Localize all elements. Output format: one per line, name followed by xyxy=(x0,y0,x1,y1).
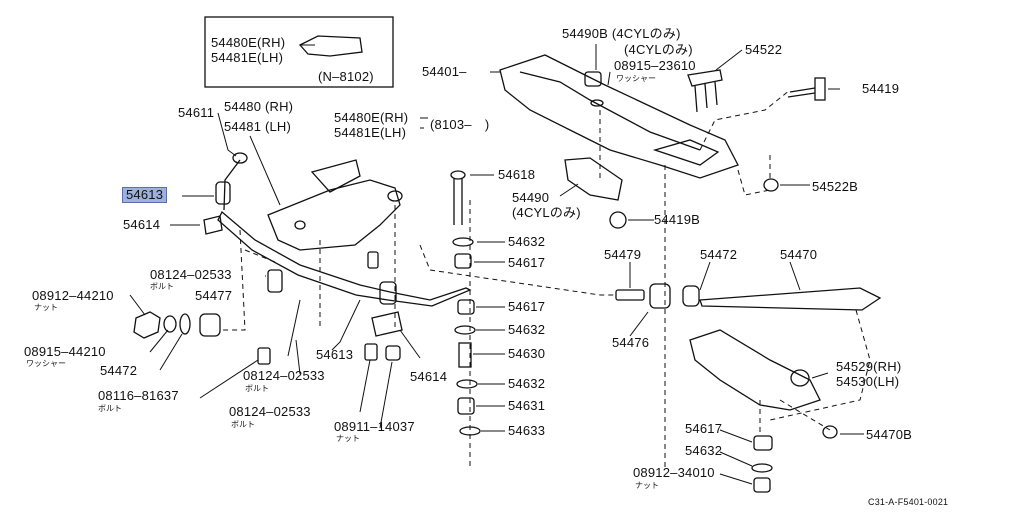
bracket-54480e xyxy=(310,159,361,193)
part-label[interactable]: 54529(RH) xyxy=(836,359,902,374)
part-label[interactable]: 54614 xyxy=(123,217,161,232)
highlighted-part-54613[interactable]: 54613 xyxy=(122,187,168,203)
part-label[interactable]: 54401– xyxy=(422,64,467,79)
part-label[interactable]: 08912–34010 xyxy=(633,465,715,480)
part-label[interactable]: 54481E(LH) xyxy=(334,125,407,140)
part-label[interactable]: (4CYLのみ) xyxy=(512,205,581,220)
tension-rod-54470 xyxy=(699,287,882,311)
bracket-54490 xyxy=(564,157,623,201)
part-label[interactable]: 54480 (RH) xyxy=(224,99,294,114)
part-label[interactable]: 54617 xyxy=(508,299,546,314)
part-label[interactable]: 54632 xyxy=(508,322,546,337)
part-label[interactable]: 54480E(RH) xyxy=(334,110,409,125)
part-label-note: ワッシャー xyxy=(616,74,656,83)
part-label[interactable]: 54632 xyxy=(508,376,546,391)
bushing-54419b xyxy=(609,211,627,229)
part-label[interactable]: 08911–14037 xyxy=(334,419,415,434)
part-label[interactable]: 54419B xyxy=(654,212,701,227)
collar-54479 xyxy=(615,289,645,301)
clamp-54614b xyxy=(371,311,403,337)
part-label-note: ナット xyxy=(635,481,659,490)
part-label[interactable]: 08915–23610 xyxy=(614,58,696,73)
part-label[interactable]: 08124–02533 xyxy=(243,368,325,383)
part-label-note: ボルト xyxy=(245,384,269,393)
part-label[interactable]: 54490 xyxy=(512,190,550,205)
part-label[interactable]: 54617 xyxy=(508,255,546,270)
part-label[interactable]: 08915–44210 xyxy=(24,344,106,359)
part-label-note: ボルト xyxy=(98,404,122,413)
part-label[interactable]: 54477 xyxy=(195,288,233,303)
part-label[interactable]: 54611 xyxy=(178,105,215,120)
part-label[interactable]: 08912–44210 xyxy=(32,288,114,303)
inset-line-1: 54480E(RH) xyxy=(211,35,286,50)
part-label[interactable]: 54632 xyxy=(685,443,723,458)
part-label[interactable]: 54490B (4CYLのみ) xyxy=(562,26,681,41)
inset-box xyxy=(204,16,394,88)
part-label[interactable]: 54470 xyxy=(780,247,818,262)
part-label-note: ナット xyxy=(34,303,58,312)
part-label[interactable]: 54631 xyxy=(508,398,546,413)
part-label[interactable]: 54617 xyxy=(685,421,723,436)
part-label[interactable]: (4CYLのみ) xyxy=(624,42,693,57)
part-label[interactable]: 54530(LH) xyxy=(836,374,900,389)
part-label[interactable]: (8103– ) xyxy=(430,117,490,132)
stabilizer-link xyxy=(223,159,241,211)
part-label[interactable]: 54472 xyxy=(700,247,738,262)
part-label-note: ワッシャー xyxy=(26,359,66,368)
diagram-code: C31-A-F5401-0021 xyxy=(868,497,949,507)
bushing-54477 xyxy=(199,313,221,337)
bracket-54480 xyxy=(267,179,401,251)
part-label[interactable]: 54618 xyxy=(498,167,536,182)
part-label[interactable]: 54476 xyxy=(612,335,650,350)
part-label-note: ボルト xyxy=(231,420,255,429)
part-label[interactable]: 08124–02533 xyxy=(150,267,232,282)
part-label[interactable]: 54613 xyxy=(316,347,354,362)
collar-54630 xyxy=(458,342,472,368)
bracket-54522 xyxy=(687,69,723,113)
part-label-note: ナット xyxy=(336,434,360,443)
lower-arm xyxy=(689,329,821,411)
part-label[interactable]: 08124–02533 xyxy=(229,404,311,419)
bolt-54419 xyxy=(814,77,826,101)
nut-54522b xyxy=(763,178,779,192)
inset-bracket-part xyxy=(298,35,363,57)
part-label[interactable]: 54522B xyxy=(812,179,859,194)
part-label[interactable]: 54481 (LH) xyxy=(224,119,292,134)
part-label[interactable]: 54630 xyxy=(508,346,546,361)
part-label[interactable]: 54479 xyxy=(604,247,642,262)
part-label[interactable]: 54614 xyxy=(410,369,448,384)
part-label[interactable]: 54419 xyxy=(862,81,900,96)
bushing-54617a xyxy=(454,253,472,269)
part-label[interactable]: 54632 xyxy=(508,234,546,249)
part-label-note: ボルト xyxy=(150,282,174,291)
part-label[interactable]: 08116–81637 xyxy=(98,388,179,403)
part-label[interactable]: 54470B xyxy=(866,427,913,442)
bolt-54618 xyxy=(453,178,463,225)
crossmember-part xyxy=(499,54,739,179)
part-label[interactable]: 54633 xyxy=(508,423,546,438)
bushing-54631 xyxy=(457,397,475,415)
nut-54490b xyxy=(584,71,602,87)
part-label[interactable]: 54522 xyxy=(745,42,783,57)
nut-08912a xyxy=(133,311,161,339)
inset-range: (N–8102) xyxy=(318,69,374,84)
stabilizer-bar xyxy=(217,210,472,307)
inset-line-2: 54481E(LH) xyxy=(211,50,284,65)
washer-54632a xyxy=(452,237,474,247)
part-label[interactable]: 54472 xyxy=(100,363,138,378)
